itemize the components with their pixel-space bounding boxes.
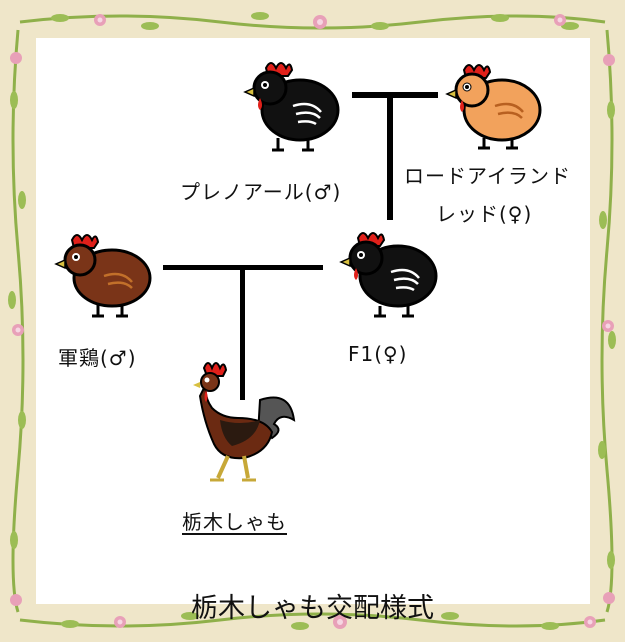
label-tochigi-shamo: 栃木しゃも	[182, 510, 287, 534]
orange-hen-icon	[445, 64, 542, 150]
diagram-caption: 栃木しゃも交配様式	[191, 593, 434, 624]
brown-hen-icon	[54, 234, 152, 318]
cross-line-top	[352, 92, 438, 98]
label-f1-female: F1(♀)	[348, 342, 408, 366]
black-hen-f1-icon	[339, 232, 438, 318]
label-plymouth-male: プレノアール(♂)	[180, 180, 342, 204]
stem-line-bottom	[240, 265, 245, 400]
rooster-icon	[193, 362, 296, 482]
label-rir-line1: ロードアイランド	[404, 164, 571, 188]
label-gunkei-male: 軍鶏(♂)	[58, 346, 137, 370]
label-rir-line2: レッド(♀)	[436, 202, 533, 226]
stem-line-top	[387, 92, 393, 220]
black-hen-icon	[243, 62, 340, 152]
